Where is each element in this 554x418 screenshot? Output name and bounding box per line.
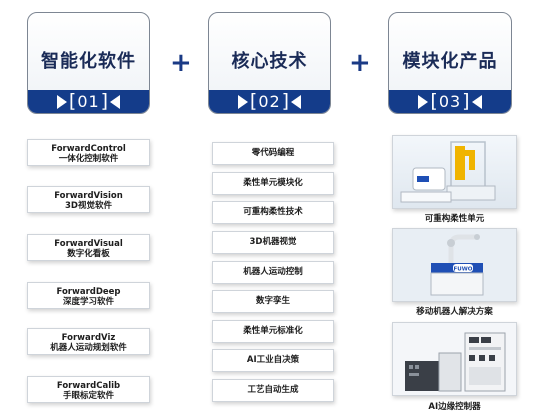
tech-item: 机器人运动控制 (212, 261, 334, 284)
card-number: 02 (258, 92, 281, 111)
bracket-left: [ (430, 90, 438, 112)
software-desc: 3D视觉软件 (65, 201, 112, 211)
bracket-right: ] (100, 90, 109, 112)
software-name: ForwardDeep (56, 287, 121, 297)
card-number: 03 (438, 92, 462, 111)
number-band: [ 02 ] (209, 90, 330, 113)
card-title: 核心技术 (231, 51, 308, 72)
plus-sign: + (170, 48, 192, 78)
product-label: 移动机器人解决方案 (416, 307, 493, 317)
card-smart-software: 智能化软件 [ 01 ] (27, 12, 150, 114)
tech-item: AI工业自决策 (212, 349, 334, 372)
card-modular-products: 模块化产品 [ 03 ] (388, 12, 512, 114)
arrow-left-icon (471, 94, 482, 109)
bracket-right: ] (462, 90, 470, 112)
product-label: AI边缘控制器 (428, 402, 481, 412)
software-desc: 手眼标定软件 (62, 391, 114, 401)
bracket-right: ] (281, 90, 290, 112)
software-item: ForwardVisual 数字化看板 (27, 234, 150, 261)
software-name: ForwardVisual (54, 239, 123, 249)
tech-item: 数字孪生 (212, 290, 334, 313)
tech-item: 可重构柔性技术 (212, 201, 334, 224)
reconfigurable-cell-image (392, 135, 517, 209)
product-label: 可重构柔性单元 (424, 214, 485, 224)
bracket-left: [ (68, 90, 77, 112)
tech-item: 柔性单元标准化 (212, 320, 334, 343)
software-item: ForwardDeep 深度学习软件 (27, 282, 150, 309)
arrow-left-icon (291, 94, 302, 109)
software-item: ForwardControl 一体化控制软件 (27, 139, 150, 166)
mobile-robot-image: FUWO (392, 228, 517, 302)
edge-controller-image (392, 322, 517, 396)
card-title: 智能化软件 (41, 51, 136, 72)
software-name: ForwardVision (54, 191, 123, 201)
tech-item: 工艺自动生成 (212, 379, 334, 402)
arrow-right-icon (56, 94, 67, 109)
software-desc: 一体化控制软件 (58, 154, 119, 164)
tech-item: 3D机器视觉 (212, 231, 334, 254)
software-name: ForwardControl (51, 144, 126, 154)
bracket-left: [ (249, 90, 258, 112)
arrow-right-icon (237, 94, 248, 109)
software-item: ForwardCalib 手眼标定软件 (27, 376, 150, 403)
software-desc: 机器人运动规划软件 (50, 343, 127, 353)
card-title: 模块化产品 (402, 51, 498, 72)
card-number: 01 (77, 92, 100, 111)
arrow-left-icon (110, 94, 121, 109)
card-core-tech: 核心技术 [ 02 ] (208, 12, 331, 114)
arrow-right-icon (418, 94, 429, 109)
software-name: ForwardViz (61, 333, 116, 343)
software-item: ForwardViz 机器人运动规划软件 (27, 328, 150, 355)
software-desc: 数字化看板 (67, 249, 110, 259)
tech-item: 柔性单元模块化 (212, 172, 334, 195)
software-item: ForwardVision 3D视觉软件 (27, 186, 150, 213)
number-band: [ 03 ] (389, 90, 511, 113)
software-desc: 深度学习软件 (62, 297, 114, 307)
tech-item: 零代码编程 (212, 142, 334, 165)
robot-logo: FUWO (454, 267, 473, 273)
plus-sign: + (349, 48, 371, 78)
software-name: ForwardCalib (56, 381, 121, 391)
number-band: [ 01 ] (28, 90, 149, 113)
